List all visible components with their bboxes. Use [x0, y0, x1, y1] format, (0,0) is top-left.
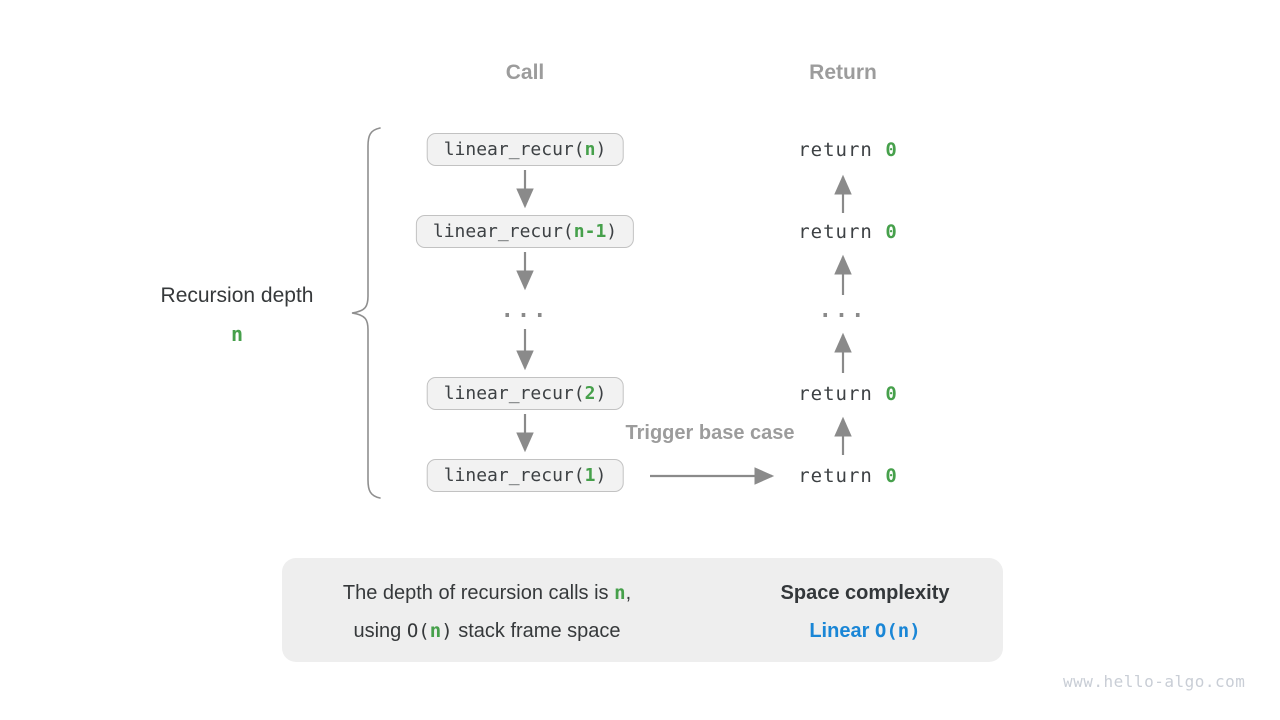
- recursion-depth-brace: [351, 127, 381, 499]
- return-ellipsis: ...: [818, 298, 868, 323]
- recursion-depth-value: n: [230, 322, 244, 346]
- space-complexity-title: Space complexity: [780, 582, 950, 604]
- recursion-depth-label: Recursion depth: [160, 284, 314, 307]
- code-text: ): [595, 383, 607, 404]
- return-keyword: return: [798, 221, 886, 243]
- code-arg: 2: [584, 383, 596, 404]
- big-o-notation: O(n): [874, 620, 921, 642]
- return-statement: return 0: [798, 139, 898, 161]
- code-text: linear_recur(: [443, 383, 585, 404]
- call-frame-2: linear_recur(2): [426, 377, 624, 410]
- code-text: ): [595, 139, 607, 160]
- call-frame-n: linear_recur(n): [426, 133, 624, 166]
- return-statement: return 0: [798, 465, 898, 487]
- big-o-open: O(: [406, 620, 430, 642]
- summary-text-segment: ,: [625, 582, 632, 604]
- return-value: 0: [885, 465, 898, 487]
- code-text: linear_recur(: [443, 139, 585, 160]
- code-arg: n-1: [573, 221, 607, 242]
- return-column-header: Return: [809, 61, 877, 84]
- summary-line-1: The depth of recursion calls is n,: [312, 574, 662, 612]
- call-column-header: Call: [505, 61, 545, 84]
- return-value: 0: [885, 221, 898, 243]
- return-value: 0: [885, 383, 898, 405]
- summary-result: Space complexity Linear O(n): [740, 574, 990, 650]
- space-complexity-value: Linear O(n): [740, 612, 990, 650]
- trigger-base-case-label: Trigger base case: [625, 422, 795, 444]
- code-text: ): [595, 465, 607, 486]
- code-arg: n: [584, 139, 596, 160]
- return-keyword: return: [798, 383, 886, 405]
- big-o-close: ): [441, 620, 453, 642]
- summary-n-value: n: [614, 582, 626, 604]
- call-frame-1: linear_recur(1): [426, 459, 624, 492]
- summary-line-2: using O(n) stack frame space: [312, 612, 662, 650]
- website-watermark: www.hello-algo.com: [1063, 672, 1246, 691]
- return-value: 0: [885, 139, 898, 161]
- return-keyword: return: [798, 139, 886, 161]
- summary-text: The depth of recursion calls is n, using…: [312, 574, 662, 650]
- code-text: linear_recur(: [443, 465, 585, 486]
- call-frame-n-1: linear_recur(n-1): [415, 215, 635, 248]
- complexity-class-label: Linear: [809, 620, 875, 642]
- return-statement: return 0: [798, 383, 898, 405]
- summary-text-segment: The depth of recursion calls is: [342, 582, 615, 604]
- summary-panel: The depth of recursion calls is n, using…: [282, 558, 1003, 662]
- code-text: ): [606, 221, 618, 242]
- summary-text-segment: using: [353, 620, 407, 642]
- code-arg: 1: [584, 465, 596, 486]
- call-ellipsis: ...: [500, 298, 550, 323]
- return-statement: return 0: [798, 221, 898, 243]
- summary-n-value: n: [429, 620, 442, 642]
- return-keyword: return: [798, 465, 886, 487]
- summary-text-segment: stack frame space: [452, 620, 621, 642]
- code-text: linear_recur(: [432, 221, 574, 242]
